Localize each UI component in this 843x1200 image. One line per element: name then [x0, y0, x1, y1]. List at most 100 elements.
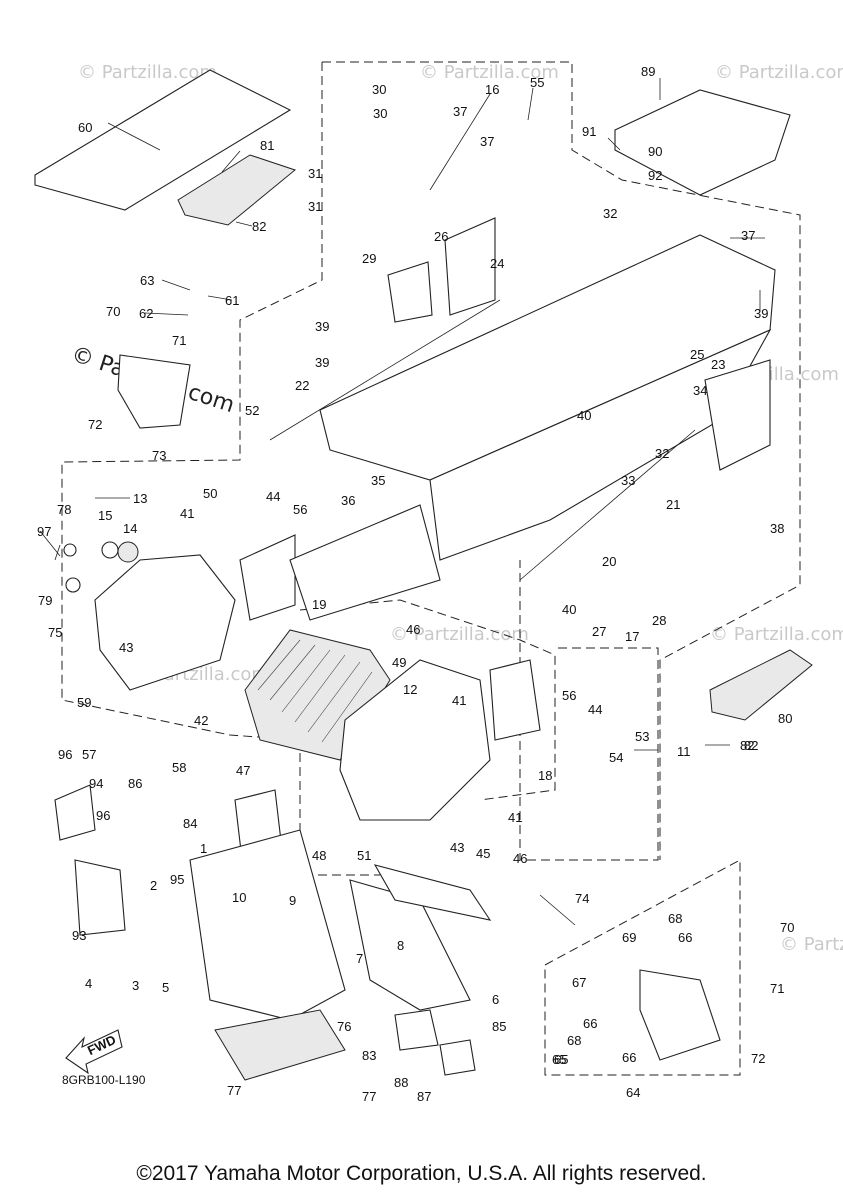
part-callout: 81: [260, 138, 274, 153]
part-callout: 38: [770, 521, 784, 536]
part-callout: 52: [245, 403, 259, 418]
part-callout: 36: [341, 493, 355, 508]
part-callout: 17: [625, 629, 639, 644]
part-callout: 39: [315, 319, 329, 334]
part-callout: 32: [603, 206, 617, 221]
watermark-text: © Partzilla.com: [78, 62, 217, 83]
part-callout: 82: [740, 738, 754, 753]
part-callout: 88: [394, 1075, 408, 1090]
part-callout: 30: [372, 82, 386, 97]
part-callout: 46: [406, 622, 420, 637]
part-callout: 78: [57, 502, 71, 517]
part-callout: 68: [668, 911, 682, 926]
part-callout: 41: [508, 810, 522, 825]
part-callout: 50: [203, 486, 217, 501]
part-callout: 90: [648, 144, 662, 159]
rail-strip-left: [269, 299, 501, 441]
bracket-29: [387, 261, 433, 323]
part-callout: 67: [572, 975, 586, 990]
part-callout: 82: [252, 219, 266, 234]
watermark-text: © Partzilla.com: [715, 62, 843, 83]
part-callout: 55: [530, 75, 544, 90]
diagram-code: 8GRB100-L190: [62, 1073, 146, 1087]
part-callout: 56: [293, 502, 307, 517]
part-callout: 49: [392, 655, 406, 670]
part-callouts: 1 2 3 4 5 6 7 8 9 10 11 12 13 14 15 16 1…: [37, 64, 794, 1104]
leader-lines: [39, 78, 765, 926]
part-callout: 96: [58, 747, 72, 762]
part-callout: 28: [652, 613, 666, 628]
part-callout: 18: [538, 768, 552, 783]
part-callout: 32: [655, 446, 669, 461]
panel-35: [289, 504, 441, 621]
part-callout: 68: [567, 1033, 581, 1048]
part-callout: 69: [622, 930, 636, 945]
circlip-15: [101, 541, 119, 559]
rear-bumper-bracket: [614, 89, 791, 196]
frame-12: [339, 659, 491, 821]
fwd-arrow: FWD: [65, 1029, 123, 1075]
cover-83: [394, 1009, 439, 1051]
part-callout: 74: [575, 891, 589, 906]
part-callout: 80: [778, 711, 792, 726]
part-callout: 51: [357, 848, 371, 863]
watermark-text: © Partzilla.com: [390, 624, 529, 645]
part-callout: 1: [200, 841, 207, 856]
part-callout: 66: [583, 1016, 597, 1031]
part-callout: 40: [562, 602, 576, 617]
part-callout: 60: [78, 120, 92, 135]
panel-93: [74, 859, 126, 936]
part-callout: 77: [362, 1089, 376, 1104]
guard-73: [117, 354, 191, 429]
part-callout: 29: [362, 251, 376, 266]
part-callout: 23: [711, 357, 725, 372]
seal-79: [65, 577, 81, 593]
part-callout: 94: [89, 776, 103, 791]
strip-51: [373, 864, 492, 921]
watermark-text: © Partzilla.com: [780, 934, 843, 955]
vent-80: [709, 649, 813, 721]
part-callout: 64: [626, 1085, 640, 1100]
watermark-text: © Partzilla.com: [710, 624, 843, 645]
rail-strip-right: [519, 429, 696, 581]
part-callout: 43: [450, 840, 464, 855]
part-callout: 31: [308, 199, 322, 214]
part-callout: 71: [770, 981, 784, 996]
part-shapes: [34, 69, 813, 1081]
part-callout: 44: [266, 489, 280, 504]
part-callout: 89: [641, 64, 655, 79]
part-callout: 83: [362, 1048, 376, 1063]
part-callout: 16: [485, 82, 499, 97]
part-callout: 92: [648, 168, 662, 183]
part-callout: 31: [308, 166, 322, 181]
part-callout: 6: [492, 992, 499, 1007]
bearing-78: [63, 543, 77, 557]
part-callout: 22: [295, 378, 309, 393]
plate-26: [444, 217, 496, 316]
part-callout: 72: [751, 1051, 765, 1066]
plate-19: [239, 534, 296, 621]
vent-cover: [177, 154, 297, 226]
part-callout: 59: [77, 695, 91, 710]
tunnel-side: [429, 328, 772, 561]
group-boundaries: [61, 61, 801, 1076]
part-callout: 46: [513, 851, 527, 866]
part-callout: 14: [123, 521, 137, 536]
bearing-14: [117, 541, 139, 563]
part-callout: 93: [72, 928, 86, 943]
part-callout: 56: [562, 688, 576, 703]
part-callout: 75: [48, 625, 62, 640]
part-callout: 48: [312, 848, 326, 863]
part-callout: 77: [227, 1083, 241, 1098]
part-callout: 62: [139, 306, 153, 321]
front-frame: [189, 829, 346, 1021]
part-callout: 33: [621, 473, 635, 488]
part-callout: 54: [609, 750, 623, 765]
part-callout: 11: [677, 744, 691, 759]
part-callout: 13: [133, 491, 147, 506]
part-callout: 91: [582, 124, 596, 139]
panel-94: [54, 784, 96, 841]
part-callout: 44: [588, 702, 602, 717]
part-callout: 86: [128, 776, 142, 791]
part-callout: 37: [480, 134, 494, 149]
